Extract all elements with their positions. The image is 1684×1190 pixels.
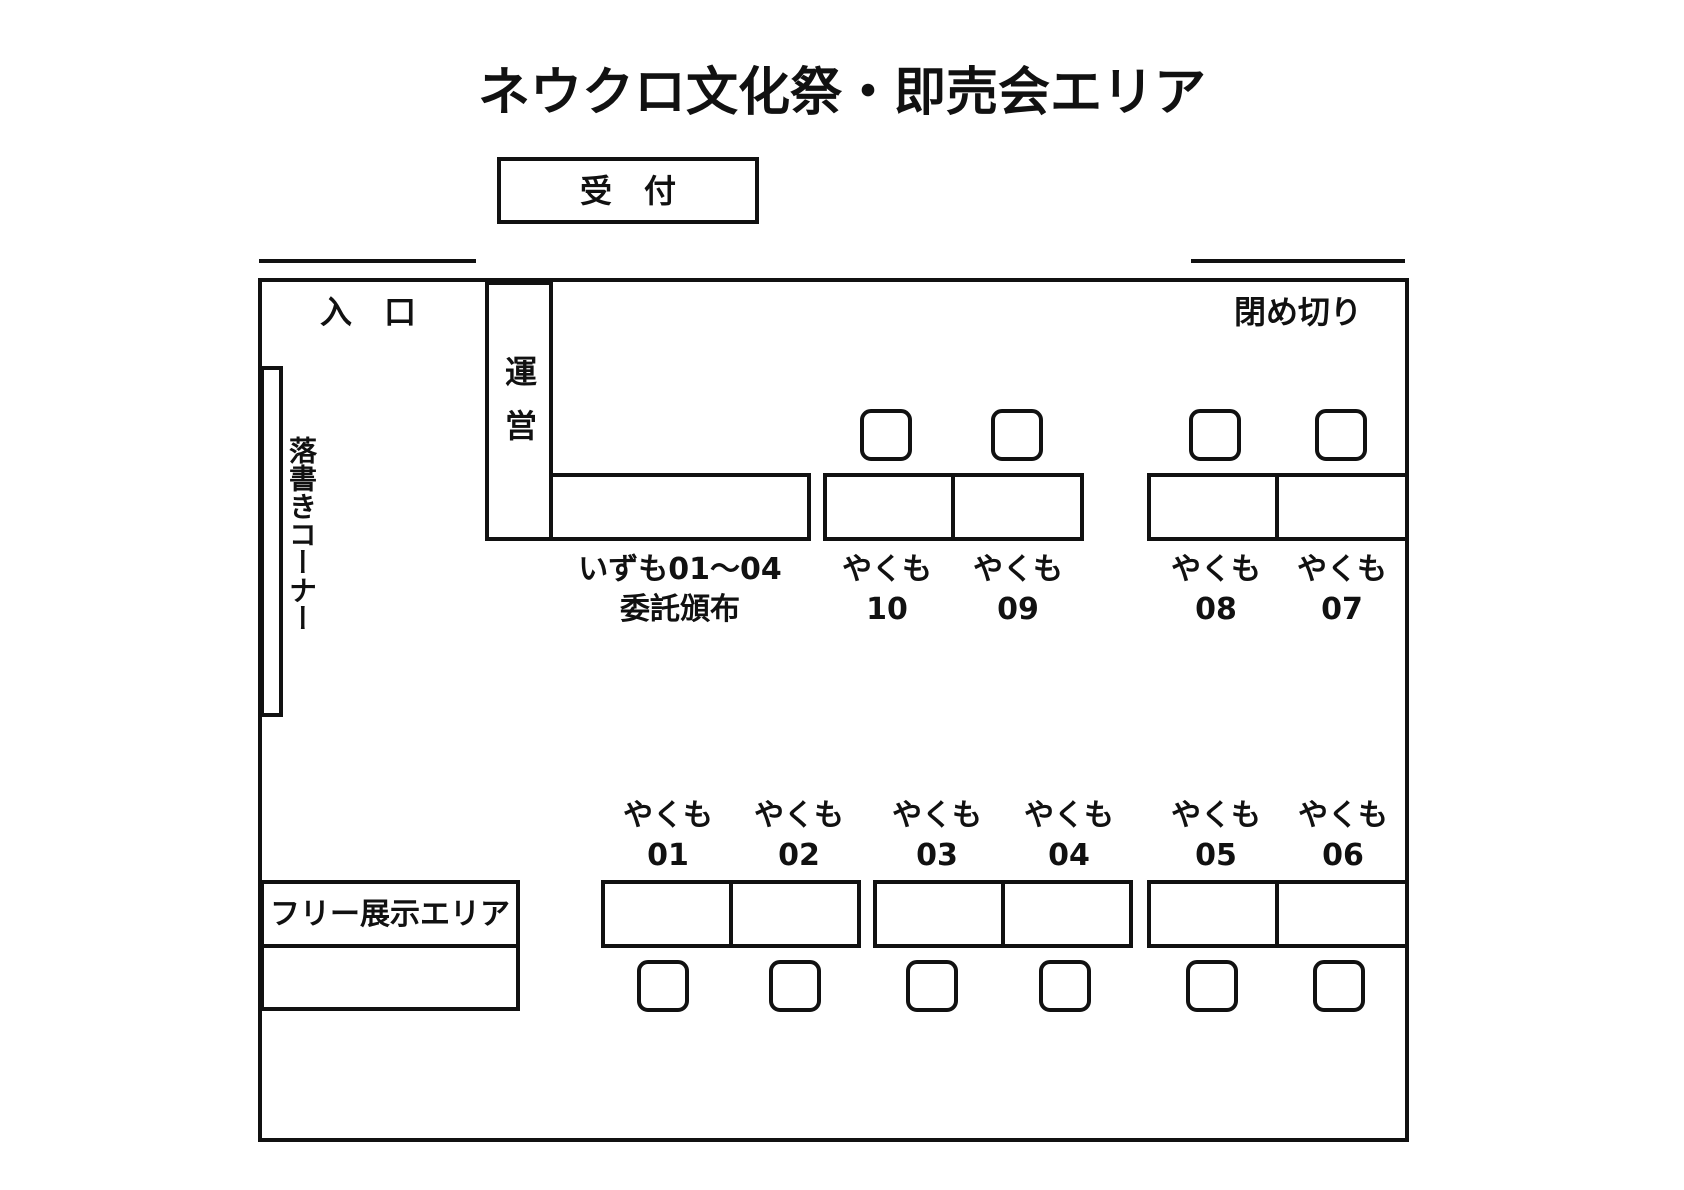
booth-table-05 [1147, 880, 1279, 948]
booth-label-04: やくも 04 [999, 796, 1139, 876]
booth-number: 01 [647, 838, 689, 873]
booth-name: やくも [1171, 552, 1261, 587]
room-outline [258, 278, 1409, 1142]
booth-name: やくも [842, 552, 932, 587]
izumo-label: いずも01〜04 委託頒布 [560, 550, 800, 630]
chair-10 [860, 409, 912, 461]
chair-07 [1315, 409, 1367, 461]
booth-table-03 [873, 880, 1005, 948]
staff-label: 運営 [500, 355, 538, 463]
booth-label-06: やくも 06 [1273, 796, 1413, 876]
booth-number: 02 [778, 838, 820, 873]
izumo-label-line1: いずも01〜04 [578, 552, 782, 587]
booth-label-01: やくも 01 [598, 796, 738, 876]
reception-label: 受 付 [579, 172, 676, 210]
booth-number: 10 [866, 592, 908, 627]
booth-table-02 [729, 880, 861, 948]
booth-label-03: やくも 03 [867, 796, 1007, 876]
graffiti-corner-label: 落書きコーナー [285, 436, 318, 632]
free-exhibition-header: フリー展示エリア [260, 880, 520, 948]
page-title: ネウクロ文化祭・即売会エリア [477, 63, 1206, 123]
booth-number: 05 [1195, 838, 1237, 873]
booth-number: 07 [1321, 592, 1363, 627]
staff-area: 運営 [485, 281, 553, 541]
booth-table-10 [823, 473, 955, 541]
reception-desk: 受 付 [497, 157, 759, 224]
booth-name: やくも [1024, 798, 1114, 833]
booth-number: 03 [916, 838, 958, 873]
chair-06 [1313, 960, 1365, 1012]
booth-name: やくも [973, 552, 1063, 587]
booth-number: 06 [1322, 838, 1364, 873]
chair-02 [769, 960, 821, 1012]
entrance-wall-line [259, 259, 476, 263]
closed-label: 閉め切り [1234, 293, 1363, 331]
booth-table-06 [1275, 880, 1409, 948]
free-exhibition-table [260, 944, 520, 1011]
chair-09 [991, 409, 1043, 461]
chair-08 [1189, 409, 1241, 461]
booth-number: 08 [1195, 592, 1237, 627]
booth-label-09: やくも 09 [948, 550, 1088, 630]
booth-label-05: やくも 05 [1146, 796, 1286, 876]
free-exhibition-label: フリー展示エリア [270, 897, 510, 932]
booth-name: やくも [892, 798, 982, 833]
booth-name: やくも [623, 798, 713, 833]
booth-number: 09 [997, 592, 1039, 627]
booth-table-04 [1001, 880, 1133, 948]
booth-name: やくも [1298, 798, 1388, 833]
booth-label-02: やくも 02 [729, 796, 869, 876]
booth-label-10: やくも 10 [817, 550, 957, 630]
booth-table-01 [601, 880, 733, 948]
booth-name: やくも [1297, 552, 1387, 587]
chair-05 [1186, 960, 1238, 1012]
entrance-label: 入 口 [320, 293, 417, 331]
booth-label-08: やくも 08 [1146, 550, 1286, 630]
booth-number: 04 [1048, 838, 1090, 873]
booth-name: やくも [1171, 798, 1261, 833]
booth-table-09 [951, 473, 1084, 541]
izumo-table [549, 473, 811, 541]
izumo-label-line2: 委託頒布 [620, 592, 740, 627]
chair-01 [637, 960, 689, 1012]
booth-table-08 [1147, 473, 1279, 541]
booth-name: やくも [754, 798, 844, 833]
graffiti-corner [260, 366, 283, 717]
booth-table-07 [1275, 473, 1409, 541]
chair-03 [906, 960, 958, 1012]
booth-label-07: やくも 07 [1272, 550, 1412, 630]
closed-wall-line [1191, 259, 1405, 263]
chair-04 [1039, 960, 1091, 1012]
